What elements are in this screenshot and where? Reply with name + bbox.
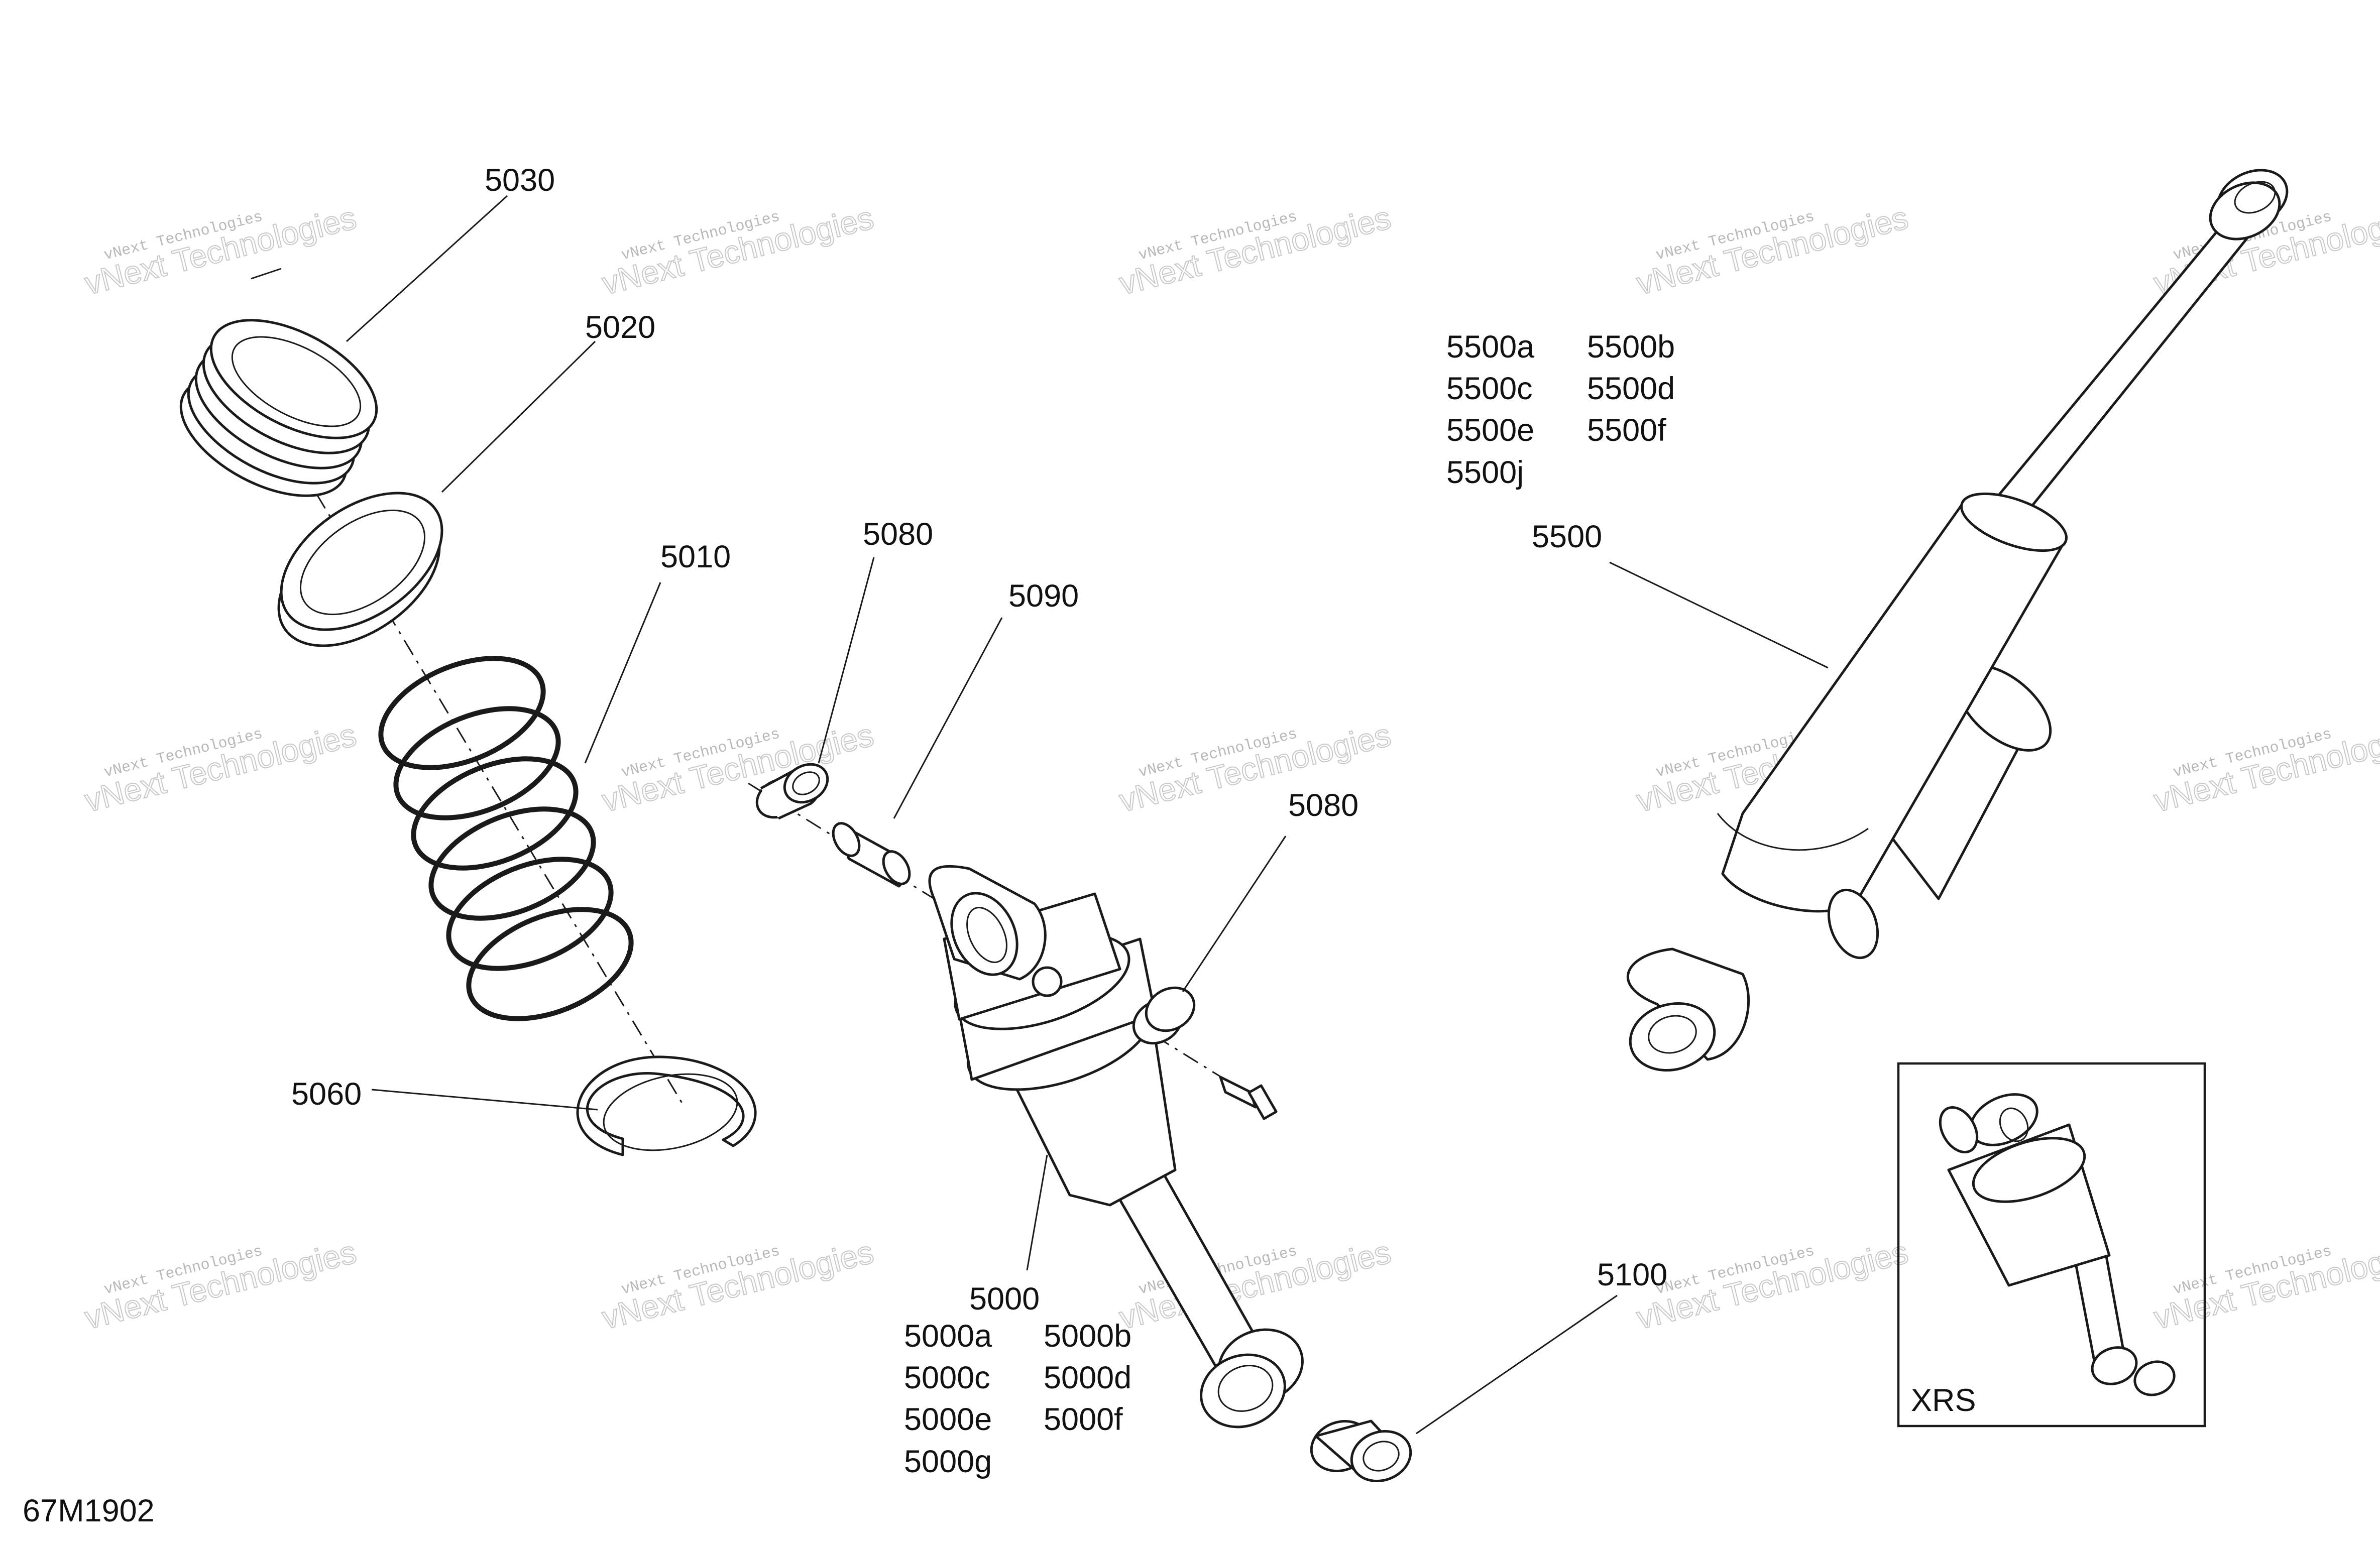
variant-5500j: 5500j [1446, 455, 1524, 490]
variant-5000g: 5000g [904, 1444, 992, 1479]
callout-5500: 5500 [1532, 519, 1602, 554]
variant-5000e: 5000e [904, 1402, 992, 1437]
part-5060-split-clip [576, 1055, 757, 1156]
diagram-id: 67M1902 [23, 1493, 155, 1528]
callout-5090: 5090 [1008, 578, 1079, 614]
part-5080-bushing-right [1132, 986, 1196, 1045]
part-5090-sleeve [832, 822, 911, 888]
inset-xrs-shock [1939, 1093, 2176, 1396]
variant-5500b: 5500b [1587, 329, 1675, 365]
callout-5020: 5020 [585, 310, 655, 345]
part-5100-bushing [1310, 1419, 1412, 1483]
callout-5000: 5000 [969, 1281, 1040, 1317]
variant-5000b: 5000b [1044, 1319, 1131, 1354]
callout-5060: 5060 [291, 1077, 362, 1112]
inset-label: XRS [1911, 1383, 1976, 1418]
callout-5080-left: 5080 [863, 517, 933, 552]
variant-5000f: 5000f [1044, 1402, 1123, 1437]
variant-5000d: 5000d [1044, 1360, 1131, 1395]
callout-5030: 5030 [485, 163, 555, 198]
variant-5500f: 5500f [1587, 413, 1666, 448]
part-5500-shock-absorber [1626, 169, 2289, 1072]
variant-5000a: 5000a [904, 1319, 992, 1354]
part-mount-bolt [1219, 1076, 1278, 1120]
variant-5500a: 5500a [1446, 329, 1535, 365]
variant-5500d: 5500d [1587, 371, 1675, 406]
inset-xrs-frame [1897, 1062, 2206, 1428]
leader-lines [346, 195, 1829, 1435]
part-5020-spring-seat [277, 492, 443, 647]
part-5030-retainer-coil [179, 268, 378, 497]
variant-5000c: 5000c [904, 1360, 990, 1395]
part-5000-shock-absorber [928, 865, 1304, 1429]
callout-5010: 5010 [660, 539, 731, 574]
callout-5100: 5100 [1597, 1257, 1667, 1292]
part-5080-bushing-left [755, 763, 829, 820]
variant-5500e: 5500e [1446, 413, 1534, 448]
callout-5080-right: 5080 [1288, 788, 1358, 823]
part-5010-coil-spring [378, 656, 634, 1021]
callout-labels: 5030 5020 5010 5060 5080 5090 5080 5000 … [23, 163, 1976, 1528]
variant-5500c: 5500c [1446, 371, 1533, 406]
